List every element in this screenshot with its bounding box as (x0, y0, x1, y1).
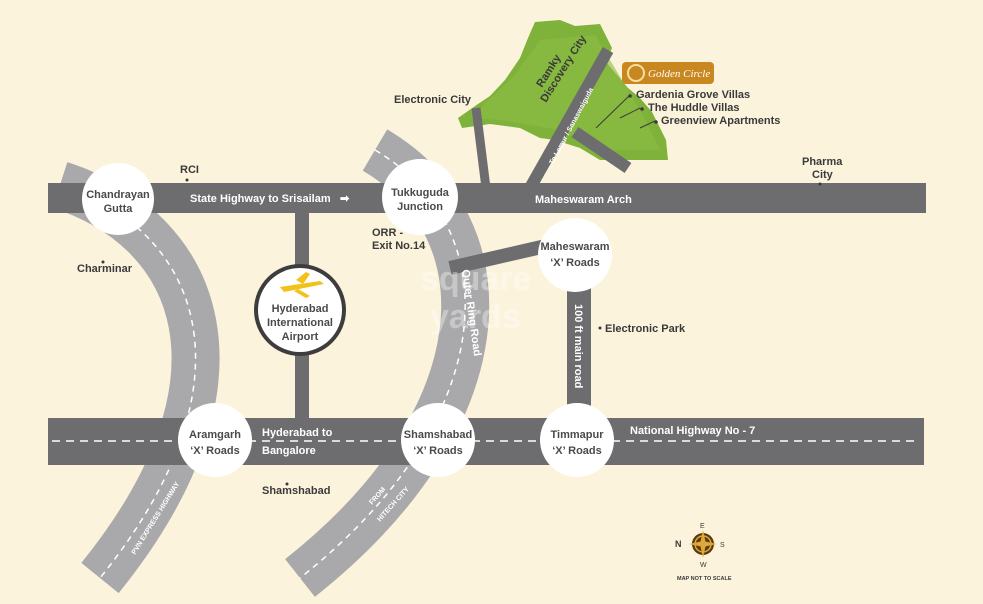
leader-line-2 (619, 107, 641, 119)
svg-text:Shamshabad: Shamshabad (404, 429, 472, 441)
watermark-line-2: yards (430, 298, 521, 336)
project-gardenia-grove: Gardenia Grove Villas (636, 89, 750, 101)
compass-icon: E N S W (675, 523, 725, 569)
svg-text:Aramgarh: Aramgarh (189, 429, 241, 441)
state-highway-label: State Highway to Srisailam (190, 193, 331, 205)
place-electronic-park: Electronic Park (598, 323, 686, 335)
electronic-city-road (471, 107, 491, 189)
hyd-bangalore-label-2: Bangalore (262, 445, 316, 457)
svg-text:‘X’ Roads: ‘X’ Roads (190, 445, 240, 457)
project-greenview: Greenview Apartments (661, 115, 780, 127)
watermark-line-1: square (420, 260, 532, 298)
svg-text:Electronic Park: Electronic Park (605, 323, 686, 335)
airplane-icon (280, 272, 324, 298)
state-highway-road (48, 183, 926, 213)
svg-text:Pharma: Pharma (802, 156, 843, 168)
lemur-road (524, 47, 614, 191)
place-electronic-city: Electronic City (394, 94, 472, 106)
junction-timmapur: Timmapur ‘X’ Roads (540, 403, 614, 477)
project-huddle-villas: The Huddle Villas (648, 102, 740, 114)
land-texture (470, 35, 660, 150)
hyd-bangalore-label-1: Hyderabad to (262, 427, 333, 439)
maheswaram-arch-label: Maheswaram Arch (535, 194, 632, 206)
place-charminar: Charminar (77, 260, 133, 275)
leader-line-1 (595, 94, 631, 129)
map-scale-note: MAP NOT TO SCALE (677, 576, 732, 582)
junction-tukkuguda: Tukkuguda Junction (382, 159, 458, 235)
100ft-road-label: 100 ft main road (572, 304, 584, 388)
place-pharma-city: Pharma City (802, 156, 843, 186)
junction-shamshabad: Shamshabad ‘X’ Roads (401, 403, 475, 477)
svg-text:Exit No.14: Exit No.14 (372, 240, 426, 252)
svg-text:Hyderabad: Hyderabad (272, 303, 329, 315)
svg-text:‘X’ Roads: ‘X’ Roads (413, 445, 463, 457)
outer-ring-road-dash (299, 149, 466, 579)
svg-text:City: City (812, 169, 834, 181)
svg-text:Tukkuguda: Tukkuguda (391, 187, 450, 199)
project-dot-1 (628, 94, 632, 98)
svg-text:Timmapur: Timmapur (551, 429, 605, 441)
junction-chandrayan-gutta: Chandrayan Gutta (82, 163, 154, 235)
place-shamshabad: Shamshabad (262, 482, 330, 497)
svg-text:Charminar: Charminar (77, 263, 133, 275)
svg-text:E: E (700, 523, 705, 530)
svg-text:ORR -: ORR - (372, 227, 404, 239)
ramky-branch-road (571, 127, 632, 173)
svg-text:International: International (267, 317, 333, 329)
svg-text:Maheswaram: Maheswaram (540, 241, 609, 253)
svg-text:W: W (700, 562, 707, 569)
golden-circle-badge: Golden Circle (622, 62, 714, 84)
pvn-express-highway-road (52, 162, 220, 594)
svg-text:‘X’ Roads: ‘X’ Roads (550, 257, 600, 269)
svg-text:Junction: Junction (397, 201, 443, 213)
svg-text:Gutta: Gutta (104, 203, 134, 215)
svg-text:RCI: RCI (180, 164, 199, 176)
place-rci: RCI (180, 164, 199, 182)
airport-marker: Hyderabad International Airport (254, 264, 346, 356)
national-highway-label: National Highway No - 7 (630, 425, 755, 437)
svg-text:S: S (720, 542, 725, 549)
svg-text:Chandrayan: Chandrayan (86, 189, 150, 201)
junction-maheswaram-x-roads: Maheswaram ‘X’ Roads (538, 218, 612, 292)
golden-circle-text: Golden Circle (648, 68, 710, 80)
svg-text:Electronic City: Electronic City (394, 94, 472, 106)
junction-aramgarh: Aramgarh ‘X’ Roads (178, 403, 252, 477)
svg-text:Airport: Airport (282, 331, 319, 343)
svg-text:‘X’ Roads: ‘X’ Roads (552, 445, 602, 457)
leader-line-3 (639, 120, 656, 129)
svg-text:Shamshabad: Shamshabad (262, 485, 330, 497)
place-orr-exit: ORR - Exit No.14 (372, 227, 426, 252)
project-dot-2 (640, 107, 644, 111)
direction-arrow: ➡ (340, 193, 350, 205)
svg-text:N: N (675, 539, 682, 549)
project-dot-3 (654, 120, 658, 124)
